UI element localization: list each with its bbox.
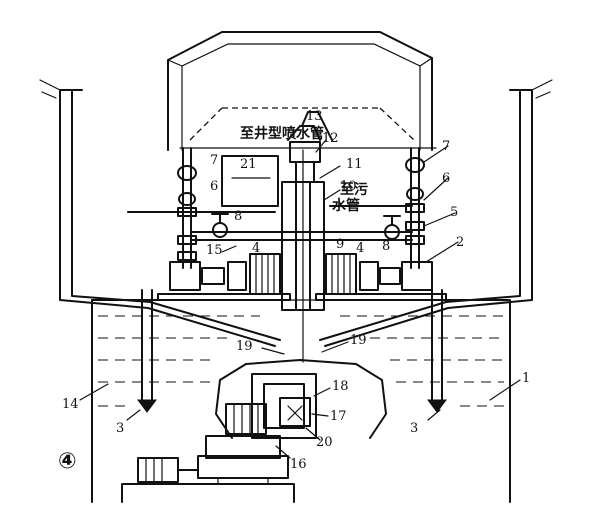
label-11: 11 xyxy=(346,157,363,172)
left-riser-pipe xyxy=(177,147,197,269)
leader-lines xyxy=(79,139,521,459)
label-4-left: 4 xyxy=(252,241,260,256)
motor-4-left xyxy=(249,253,281,295)
label-17: 17 xyxy=(330,409,347,424)
valve-17 xyxy=(279,397,311,427)
gauge-7-left xyxy=(177,165,197,181)
central-shaft xyxy=(281,149,325,363)
valve-8-right xyxy=(383,215,401,240)
right-suction-pipe xyxy=(427,289,447,413)
label-7-right: 7 xyxy=(442,139,450,154)
top-mechanism xyxy=(287,111,333,183)
motor-4-right xyxy=(325,253,357,295)
gauge-6-right xyxy=(406,187,424,201)
label-20: 20 xyxy=(316,435,333,450)
chinese-captions: 至井型喷水管 至污 水管 xyxy=(240,125,368,214)
water-sump xyxy=(91,299,511,503)
label-13: 13 xyxy=(306,109,323,124)
spray-pipe-lines xyxy=(179,107,437,149)
label-3-right: 3 xyxy=(410,421,418,436)
caption-to-sewage-line2: 水管 xyxy=(332,197,360,214)
label-12: 12 xyxy=(322,131,339,146)
caption-to-sewage-line1: 至污 xyxy=(340,181,368,198)
label-7-left: 7 xyxy=(210,153,218,168)
label-19-right: 19 xyxy=(350,333,367,348)
right-riser-pipe xyxy=(405,147,425,269)
label-3-left: 3 xyxy=(116,421,124,436)
control-box xyxy=(221,155,279,207)
base-motor-unit xyxy=(121,435,295,503)
valve-block-18 xyxy=(251,373,317,439)
label-15: 15 xyxy=(206,243,223,258)
label-14: 14 xyxy=(62,397,79,412)
right-outer-pipe xyxy=(319,79,553,347)
gauge-7-right xyxy=(405,157,425,173)
label-4-right: 4 xyxy=(356,241,364,256)
label-5: 5 xyxy=(450,205,458,220)
label-8-left: 8 xyxy=(234,209,242,224)
label-9: 9 xyxy=(336,237,344,252)
tunnel-outline xyxy=(167,31,433,151)
valve-8-left xyxy=(211,213,229,238)
label-16: 16 xyxy=(290,457,307,472)
label-19-left: 19 xyxy=(236,339,253,354)
label-1: 1 xyxy=(522,371,530,386)
caption-to-spray-pipe: 至井型喷水管 xyxy=(240,125,324,142)
pump-right xyxy=(315,253,447,301)
drive-motor xyxy=(137,457,179,483)
left-outer-pipe xyxy=(39,79,281,347)
label-6-left: 6 xyxy=(210,179,218,194)
label-18: 18 xyxy=(332,379,349,394)
figure-number: ④ xyxy=(58,449,77,474)
label-2: 2 xyxy=(456,235,464,250)
gauge-6-left xyxy=(178,192,196,206)
lower-chamber xyxy=(215,359,387,439)
label-6-right: 6 xyxy=(442,171,450,186)
part-numbers: 1 2 3 3 4 4 5 6 6 7 7 8 8 9 10 11 12 13 … xyxy=(62,109,530,472)
header-pipes xyxy=(127,205,413,241)
label-10: 10 xyxy=(340,179,357,194)
label-8-right: 8 xyxy=(382,239,390,254)
label-21: 21 xyxy=(240,157,257,172)
